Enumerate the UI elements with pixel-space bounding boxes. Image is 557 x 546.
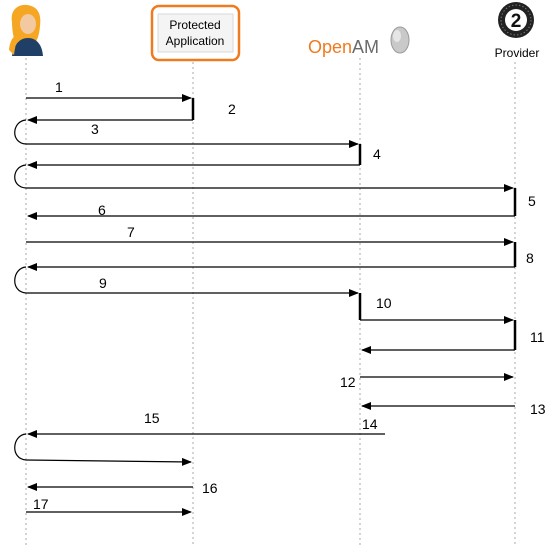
step-label: 15 — [144, 410, 160, 426]
openam-am-text: AM — [352, 37, 379, 57]
provider-badge-number: 2 — [511, 11, 522, 32]
openam-logo: OpenAM — [308, 26, 410, 57]
provider-badge-icon: 2 Provider — [495, 2, 540, 60]
step-label: 17 — [33, 496, 49, 512]
provider-label: Provider — [495, 46, 540, 60]
activation-bars — [191, 98, 517, 350]
svg-text:OpenAM: OpenAM — [308, 37, 379, 57]
message-9-redirect-loop — [14, 266, 27, 294]
step-label: 11 — [530, 329, 545, 345]
lifelines — [25, 58, 516, 546]
step-label: 1 — [55, 79, 63, 95]
protected-application-box: Protected Application — [150, 4, 241, 62]
step-label: 8 — [526, 250, 534, 266]
message-15b — [25, 457, 192, 466]
message-15-redirect-loop — [14, 433, 27, 461]
step-label: 2 — [228, 101, 236, 117]
app-label-line1: Protected — [169, 18, 220, 32]
step-label: 4 — [373, 146, 381, 162]
step-label: 9 — [99, 275, 107, 291]
step-labels: 1 2 3 4 5 6 7 8 9 10 11 12 13 14 15 16 1… — [33, 79, 546, 512]
message-3-redirect-loop — [14, 119, 27, 145]
step-label: 3 — [91, 121, 99, 137]
step-label: 10 — [376, 295, 392, 311]
app-label-line2: Application — [166, 34, 225, 48]
message-5-redirect-loop — [14, 164, 27, 189]
step-label: 6 — [98, 202, 106, 218]
step-label: 14 — [362, 416, 378, 432]
user-icon — [9, 4, 43, 56]
step-label: 16 — [202, 480, 218, 496]
openam-open-text: Open — [308, 37, 352, 57]
step-label: 12 — [340, 374, 356, 390]
step-label: 13 — [530, 401, 546, 417]
step-label: 5 — [528, 193, 536, 209]
step-label: 7 — [127, 224, 135, 240]
messages — [14, 94, 515, 516]
